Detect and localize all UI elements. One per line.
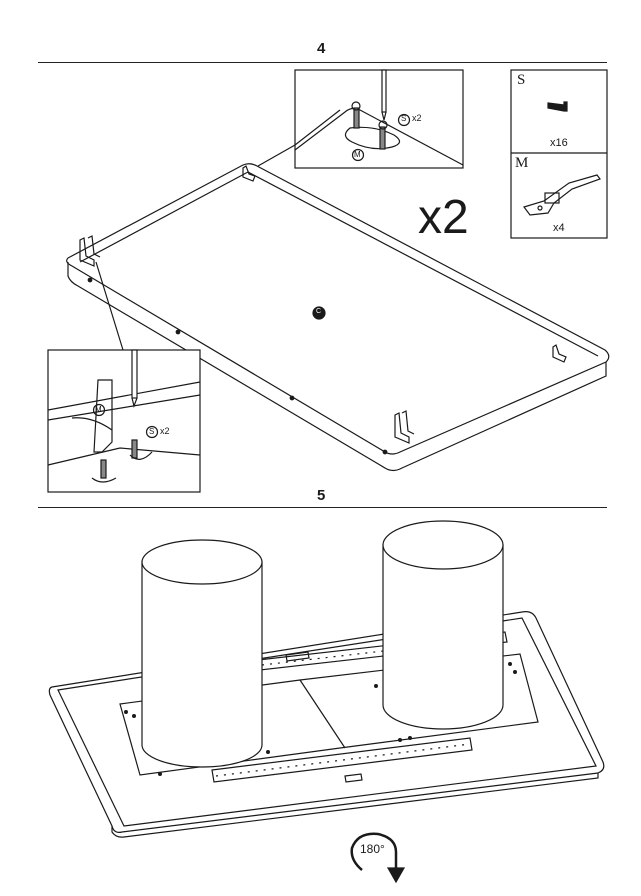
table-top-board-step4	[66, 144, 610, 472]
parts-box	[510, 69, 608, 239]
table-top-board-step5	[48, 611, 605, 838]
part-m-qty: x4	[553, 222, 565, 234]
cylinder-weight-right	[382, 520, 504, 730]
step-5-number: 5	[317, 487, 326, 504]
cylinder-weight-left	[141, 539, 263, 768]
part-s-label: S	[517, 72, 526, 88]
latch-clip-icon	[523, 174, 601, 216]
part-m-label: M	[515, 155, 529, 171]
detail-left-screw-label: S	[149, 427, 155, 436]
screw-icon	[547, 101, 568, 112]
detail-box-left	[47, 349, 201, 493]
part-s-qty: x16	[550, 137, 568, 149]
rotate-180-arrow-icon	[350, 832, 406, 884]
detail-left-screw-qty: x2	[160, 426, 170, 436]
detail-left-part-label: M	[95, 405, 102, 414]
detail-top-part-label: M	[354, 150, 361, 159]
step-4-divider	[38, 62, 607, 63]
hole-marker-c-label: C	[316, 308, 322, 315]
hole-marker-c	[312, 306, 326, 320]
detail-top-screw-qty: x2	[412, 113, 422, 123]
rotation-label: 180°	[360, 842, 385, 856]
detail-top-screw-label: S	[401, 114, 407, 123]
detail-box-top	[294, 69, 464, 169]
step-5-divider	[38, 507, 607, 508]
step-4-number: 4	[317, 40, 326, 57]
step4-multiplier: x2	[418, 191, 469, 244]
